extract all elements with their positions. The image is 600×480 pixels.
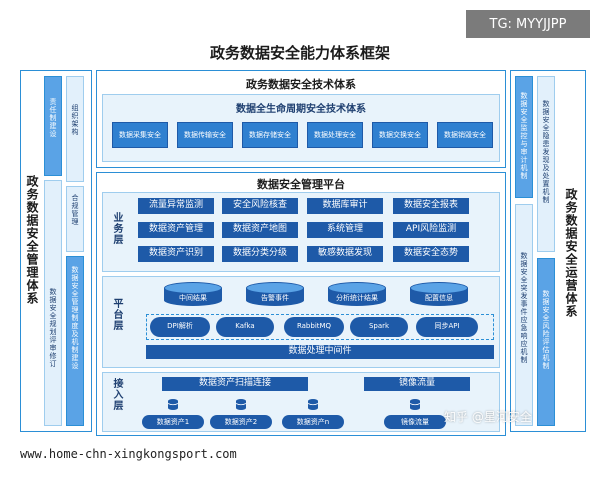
lifecycle-item: 数据销毁安全 [437, 122, 493, 148]
data-asset: 数据资产1 [142, 395, 204, 429]
left-col1-bottom-label: 数据安全规划评审修订 [49, 288, 57, 368]
business-item: 系统管理 [307, 222, 383, 238]
lifecycle-item: 数据处理安全 [307, 122, 363, 148]
data-asset: 数据资产n [282, 395, 344, 429]
right-col1-bottom [515, 204, 533, 426]
storage-cylinder: 配置信息 [410, 282, 468, 306]
right-col1-bottom-label: 数据安全突发事件应急响应机制 [520, 252, 528, 364]
platform-title: 数据安全管理平台 [257, 178, 345, 191]
right-col2-bottom [537, 258, 555, 426]
right-panel [510, 70, 586, 432]
left-col1-top-label: 责任制建设 [49, 98, 57, 138]
left-col2-bottom [66, 256, 84, 426]
lifecycle-item: 数据交换安全 [372, 122, 428, 148]
data-asset-label: 数据资产n [282, 415, 344, 429]
business-item: 数据资产识别 [138, 246, 214, 262]
right-col2-bottom-label: 数据安全风险评估机制 [542, 290, 550, 370]
data-asset-label: 镜像流量 [384, 415, 446, 429]
business-item: 数据安全报表 [393, 198, 469, 214]
cylinder-top [246, 282, 304, 294]
right-col2-top-label: 数据安全隐患发现及处置机制 [542, 100, 550, 204]
lifecycle-box [102, 94, 500, 162]
zhihu-watermark: 知乎 @星河安全 [444, 410, 532, 424]
lifecycle-item: 数据采集安全 [112, 122, 168, 148]
engine-pill: DPI解析 [150, 317, 210, 337]
cylinder-top [328, 282, 386, 294]
url-watermark: www.home-chn-xingkongsport.com [10, 440, 302, 468]
cylinder-top [164, 282, 222, 294]
business-item: 安全风险核查 [222, 198, 298, 214]
mirror-bar: 镜像流量 [364, 377, 470, 391]
business-item: 流量异常监测 [138, 198, 214, 214]
tech-system-panel [96, 70, 506, 168]
database-icon [307, 399, 319, 410]
business-item: 数据库审计 [307, 198, 383, 214]
storage-cylinder: 分析统计结果 [328, 282, 386, 306]
database-icon [235, 399, 247, 410]
data-asset: 数据资产2 [210, 395, 272, 429]
business-item: 数据分类分级 [222, 246, 298, 262]
business-layer-label: 业务层 [111, 212, 122, 245]
left-col2-bottom-label: 数据安全管理制度及机制建设 [71, 266, 79, 370]
access-layer-label: 接入层 [111, 378, 122, 411]
database-icon [167, 399, 179, 410]
middleware-bar: 数据处理中间件 [146, 345, 494, 359]
left-col2-top-label: 组织架构 [71, 104, 79, 136]
left-col2-top [66, 76, 84, 182]
business-item: API风险监测 [393, 222, 469, 238]
engine-pill: RabbitMQ [284, 317, 344, 337]
right-panel-title: 政务数据安全运营体系 [564, 188, 578, 318]
data-asset-label: 数据资产2 [210, 415, 272, 429]
engine-dashed-box [146, 314, 494, 340]
platform-layer-label: 平台层 [111, 298, 122, 331]
business-item: 数据资产管理 [138, 222, 214, 238]
tech-system-title: 政务数据安全技术体系 [246, 78, 356, 91]
scan-bar: 数据资产扫描连接 [162, 377, 308, 391]
left-col1-top [44, 76, 62, 176]
lifecycle-item: 数据存储安全 [242, 122, 298, 148]
business-item: 敏感数据发现 [307, 246, 383, 262]
business-item: 数据资产地图 [222, 222, 298, 238]
data-asset: 镜像流量 [384, 395, 446, 429]
cylinder-top [410, 282, 468, 294]
lifecycle-title: 数据全生命周期安全技术体系 [236, 104, 366, 115]
left-panel [20, 70, 92, 432]
storage-cylinder: 中间结果 [164, 282, 222, 306]
database-icon [409, 399, 421, 410]
watermark-tag: TG: MYYJJPP [466, 10, 590, 38]
right-col1-top-label: 数据安全监控与审计机制 [520, 92, 528, 180]
data-asset-label: 数据资产1 [142, 415, 204, 429]
engine-pill: Spark [350, 317, 408, 337]
left-col2-mid [66, 186, 84, 252]
left-col2-mid-label: 合规管理 [71, 194, 79, 226]
platform-panel [96, 172, 506, 436]
right-col2-top [537, 76, 555, 252]
page-title: 政务数据安全能力体系框架 [209, 44, 390, 62]
storage-cylinder: 告警事件 [246, 282, 304, 306]
engine-pill: 同步API [416, 317, 478, 337]
left-col1-bottom [44, 180, 62, 426]
engine-pill: Kafka [216, 317, 274, 337]
business-item: 数据安全态势 [393, 246, 469, 262]
right-col1-top [515, 76, 533, 198]
lifecycle-item: 数据传输安全 [177, 122, 233, 148]
left-panel-title: 政务数据安全管理体系 [25, 175, 39, 305]
